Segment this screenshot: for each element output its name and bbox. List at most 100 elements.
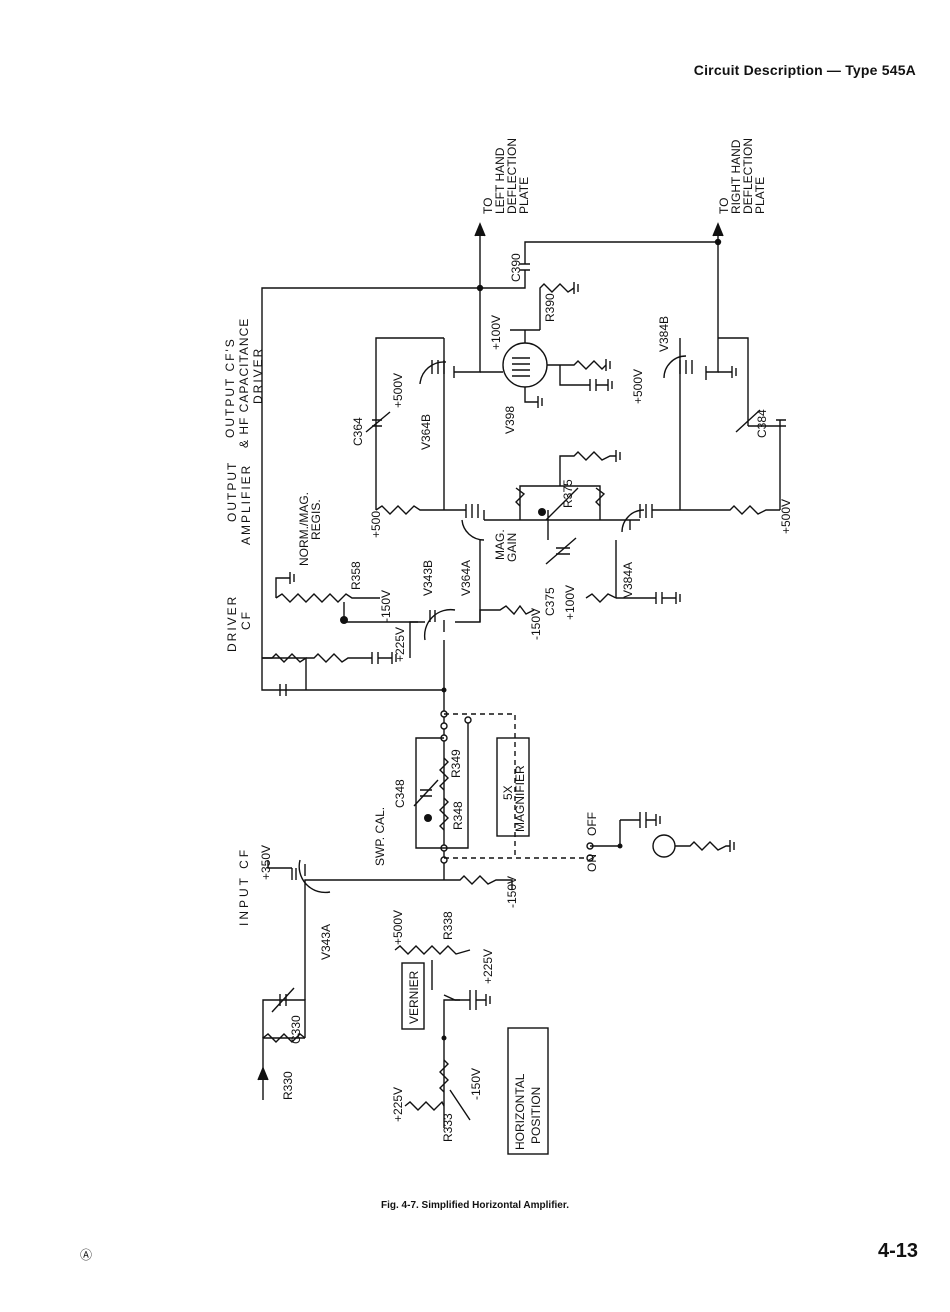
label-switch-off: OFF bbox=[585, 812, 599, 836]
label-right-1: TO bbox=[717, 198, 731, 214]
label-c375: C375 bbox=[543, 587, 557, 616]
label-r390: R390 bbox=[543, 293, 557, 322]
r375-top bbox=[559, 451, 616, 486]
v343b-envelope bbox=[423, 608, 456, 641]
c384-to-v384b bbox=[718, 337, 749, 426]
v384a-electrodes bbox=[629, 504, 653, 530]
v384b-electrodes bbox=[679, 360, 707, 380]
label-mag-gain-1: MAG. bbox=[493, 529, 507, 560]
label-left-3: DEFLECTION bbox=[505, 138, 519, 214]
r358-zigzag bbox=[275, 593, 380, 603]
horizontal-position-box bbox=[507, 1027, 549, 1155]
label-p500b: +500 bbox=[369, 511, 383, 538]
label-p100b: +100V bbox=[489, 315, 503, 350]
v364b-envelope bbox=[419, 361, 447, 385]
label-right-3: DEFLECTION bbox=[741, 138, 755, 214]
label-v343a: V343A bbox=[319, 924, 333, 960]
label-p500c: +500V bbox=[391, 373, 405, 408]
label-v364a: V364A bbox=[459, 560, 473, 596]
r390-gnd bbox=[573, 282, 579, 294]
v343b-k-to-v364a bbox=[455, 604, 535, 623]
label-c330: C330 bbox=[289, 1015, 303, 1044]
lamp-resistor bbox=[675, 841, 730, 851]
label-v384a: V384A bbox=[621, 562, 635, 598]
label-v384b: V384B bbox=[657, 316, 671, 352]
r375-zigzag-right bbox=[595, 487, 606, 507]
switch-gnd bbox=[655, 814, 661, 826]
label-r358: R358 bbox=[349, 561, 363, 590]
driver-cap bbox=[371, 652, 392, 664]
r358-gnd bbox=[289, 572, 295, 584]
c364-cap bbox=[372, 337, 444, 510]
label-p500a: +500V bbox=[391, 910, 405, 945]
label-v398: V398 bbox=[503, 406, 517, 434]
label-swp-cal: SWP. CAL. bbox=[373, 807, 387, 866]
vernier-gnd bbox=[476, 994, 491, 1006]
v343a-plate-wire bbox=[267, 860, 292, 869]
label-r330: R330 bbox=[281, 1071, 295, 1100]
label-m150c: -150V bbox=[379, 590, 393, 622]
plate-load-right bbox=[680, 505, 780, 515]
label-c390: C390 bbox=[509, 253, 523, 282]
switch-node bbox=[617, 843, 623, 849]
switch-cap bbox=[620, 812, 656, 828]
r375-branch bbox=[519, 485, 601, 520]
switch-contact bbox=[464, 716, 472, 724]
v398-envelope bbox=[502, 342, 548, 388]
r348-branch bbox=[415, 737, 444, 849]
label-m150a: -150V bbox=[469, 1068, 483, 1100]
r348-zigzag bbox=[439, 797, 449, 831]
grid-to-v343a bbox=[304, 879, 318, 1000]
label-output-cf-3: DRIVER bbox=[251, 347, 265, 404]
label-left-4: PLATE bbox=[517, 177, 531, 214]
c348-arrow bbox=[413, 779, 439, 807]
vernier-cap bbox=[469, 990, 477, 1010]
plate-load-left bbox=[375, 505, 444, 515]
label-v343b: V343B bbox=[421, 560, 435, 596]
c330-branch bbox=[262, 999, 306, 1038]
swp-cal-pot-icon bbox=[424, 814, 432, 822]
feedback-cap bbox=[279, 684, 287, 696]
v364a-electrodes bbox=[465, 504, 485, 520]
vernier-coupling bbox=[443, 994, 470, 1001]
label-r333: R333 bbox=[441, 1113, 455, 1142]
label-left-1: TO bbox=[481, 198, 495, 214]
r349-tail bbox=[444, 720, 469, 849]
label-p500e: +500V bbox=[779, 499, 793, 534]
norm-mag-pot-icon bbox=[340, 616, 348, 624]
label-output-1: OUTPUT bbox=[225, 461, 239, 522]
label-p225c: +225V bbox=[393, 627, 407, 662]
v364b-electrodes bbox=[431, 360, 455, 378]
v398-cap-gnd bbox=[607, 379, 613, 391]
v384a-envelope bbox=[621, 509, 645, 533]
input-arrow-head bbox=[257, 1066, 269, 1081]
mag-gain-pot-icon bbox=[538, 508, 546, 516]
label-driver-1: DRIVER bbox=[225, 595, 239, 652]
magnifier-dashed-frame bbox=[444, 713, 590, 859]
label-magnifier-2: MAGNIFIER bbox=[513, 765, 527, 832]
label-norm-mag-1: NORM./MAG. bbox=[297, 492, 311, 566]
vernier-link bbox=[443, 999, 460, 1038]
v343a-envelope bbox=[298, 859, 331, 894]
lamp bbox=[652, 834, 676, 858]
label-c348: C348 bbox=[393, 779, 407, 808]
v384a-grid-cap bbox=[616, 592, 676, 604]
label-p500d: +500V bbox=[631, 369, 645, 404]
r390-path bbox=[539, 283, 575, 330]
corner-mark-icon: Ⓐ bbox=[80, 1248, 93, 1262]
r358-branch bbox=[275, 577, 290, 598]
position-wiper bbox=[439, 1059, 471, 1121]
vernier-box bbox=[401, 962, 425, 1030]
label-horizontal-2: POSITION bbox=[529, 1087, 543, 1144]
label-input-cf: INPUT CF bbox=[237, 847, 251, 926]
r333-zigzag bbox=[404, 1100, 445, 1111]
label-magnifier-1: 5X bbox=[501, 785, 515, 800]
label-right-4: PLATE bbox=[753, 177, 767, 214]
label-p100a: +100V bbox=[563, 585, 577, 620]
label-p350: +350V bbox=[259, 845, 273, 880]
driver-r2 bbox=[306, 653, 372, 663]
v384a-grid-r bbox=[585, 593, 617, 603]
v398-plate-line bbox=[510, 329, 540, 343]
label-r338: R338 bbox=[441, 911, 455, 940]
